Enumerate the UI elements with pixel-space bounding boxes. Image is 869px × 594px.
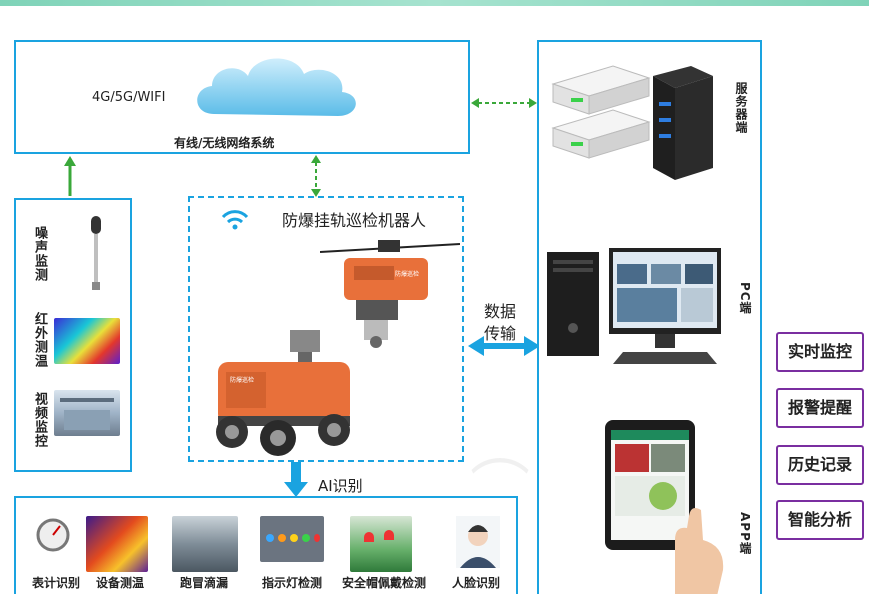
cloud-icon	[197, 58, 356, 116]
ai-caption-face: 人脸识别	[451, 576, 500, 590]
network-protocols-label: 4G/5G/WIFI	[92, 90, 166, 105]
robot-title: 防爆挂轨巡检机器人	[282, 211, 427, 230]
pc-label: PC端	[738, 282, 752, 315]
ai-caption-meter: 表计识别	[31, 576, 80, 590]
feature-alarm-alert[interactable]: 报警提醒	[776, 388, 864, 428]
feature-smart-analysis[interactable]: 智能分析	[776, 500, 864, 540]
top-accent-bar	[0, 0, 869, 6]
ai-caption-helmet: 安全帽佩戴检测	[341, 576, 426, 590]
network-server-link-arrow	[471, 98, 537, 108]
sensor-label-video: 视频监控	[32, 392, 47, 448]
video-thumbnail	[54, 390, 120, 436]
network-robot-link-arrow	[311, 155, 321, 197]
data-transfer-arrow	[468, 336, 540, 356]
server-icon	[551, 65, 713, 180]
ground-robot-plate: 防爆巡检	[230, 377, 255, 384]
wifi-icon	[221, 210, 249, 230]
ground-robot-illustration	[216, 330, 350, 456]
sensors-box: 噪声监测 红外测温 视频监控	[14, 198, 132, 472]
feature-realtime-monitoring[interactable]: 实时监控	[776, 332, 864, 372]
helmet-thumbnail	[350, 516, 412, 572]
server-label: 服务器端	[734, 82, 748, 134]
transfer-label-line2: 传输	[484, 324, 517, 343]
rail-robot-illustration	[320, 240, 460, 348]
indicator-light-thumbnail	[260, 516, 324, 562]
ai-label: AI识别	[318, 477, 363, 495]
microphone-icon	[91, 216, 101, 290]
robot-box: 防爆挂轨巡检机器人 防爆巡检 防爆巡检	[188, 196, 464, 462]
rail-robot-plate: 防爆巡检	[395, 271, 420, 278]
sensor-label-infrared: 红外测温	[32, 312, 47, 368]
thermal-thumbnail	[86, 516, 148, 572]
app-label: APP端	[738, 512, 752, 555]
sensor-label-noise: 噪声监测	[32, 226, 47, 282]
ai-caption-temperature: 设备测温	[95, 576, 144, 590]
ai-box: 表计识别 设备测温 跑冒滴漏 指示灯检测 安全帽佩戴检测 人脸识别	[14, 496, 518, 594]
network-box: 4G/5G/WIFI 有线/无线网络系统	[14, 40, 470, 154]
pipe-leak-thumbnail	[172, 516, 238, 572]
network-system-label: 有线/无线网络系统	[174, 136, 275, 150]
pc-icon	[547, 248, 721, 364]
ai-down-arrow	[284, 462, 308, 497]
tablet-icon	[605, 420, 724, 594]
endpoints-box: 服务器端 PC端 APP端	[537, 40, 762, 594]
infrared-thumbnail	[54, 318, 120, 364]
sensor-uplink-arrow	[64, 156, 76, 196]
ai-caption-leak: 跑冒滴漏	[179, 576, 228, 590]
gauge-icon	[36, 518, 70, 552]
face-icon	[456, 516, 500, 568]
transfer-label-line1: 数据	[484, 302, 517, 321]
feature-history-record[interactable]: 历史记录	[776, 445, 864, 485]
ai-caption-indicator: 指示灯检测	[261, 576, 322, 590]
